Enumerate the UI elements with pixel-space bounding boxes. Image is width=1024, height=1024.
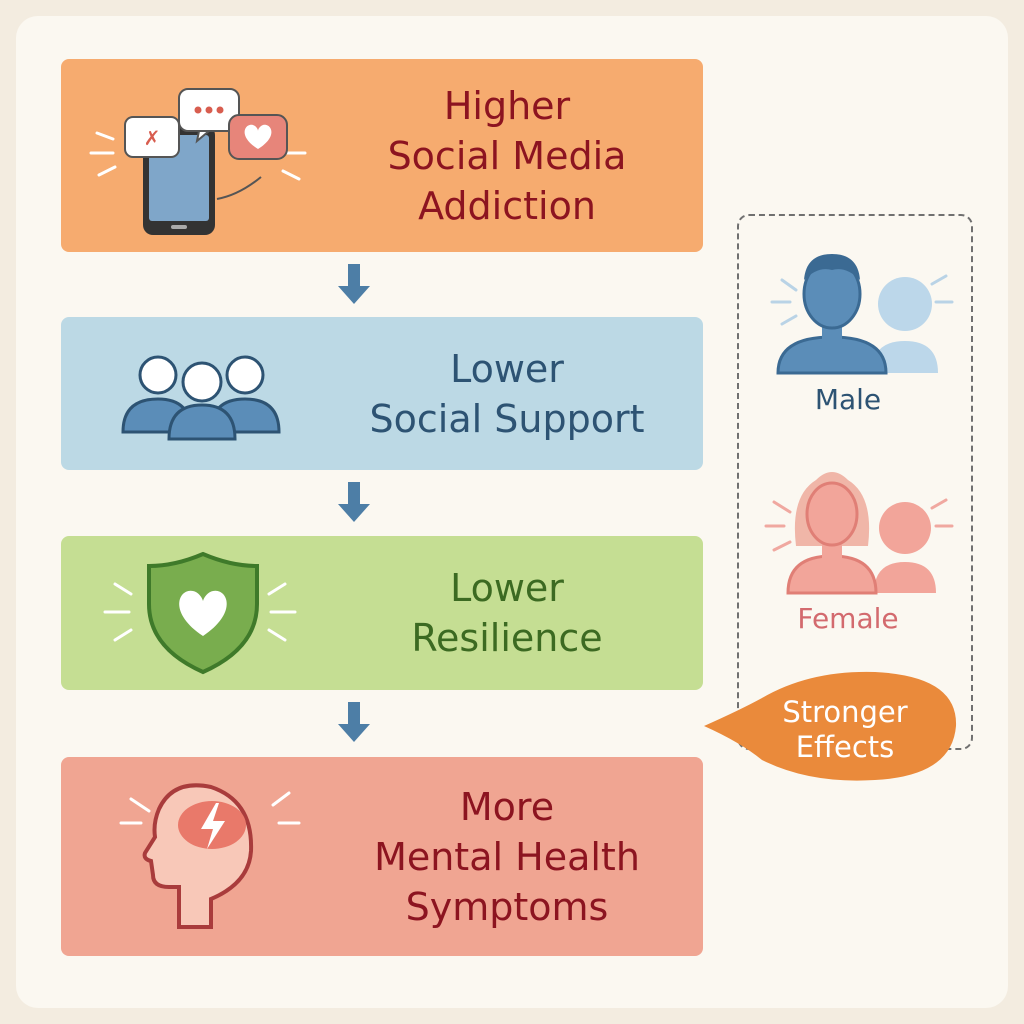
svg-text:✗: ✗ [144, 126, 161, 150]
heart-shield-icon [103, 551, 297, 675]
male-figures-icon [770, 254, 954, 375]
down-arrow-1 [338, 264, 370, 304]
smartphone-notifications-icon: ✗ [89, 88, 307, 235]
down-arrow-3 [338, 702, 370, 742]
step-3-label: Lower Resilience [411, 566, 603, 660]
down-arrow-2 [338, 482, 370, 522]
step-mental-health-symptoms: More Mental Health Symptoms [61, 757, 703, 956]
stronger-effects-label: Stronger Effects [782, 695, 908, 764]
step-1-label: Higher Social Media Addiction [387, 83, 627, 228]
female-figures-icon [764, 472, 954, 595]
step-social-support: Lower Social Support [61, 317, 703, 470]
female-label: Female [797, 602, 899, 635]
head-lightning-icon [119, 783, 301, 929]
stronger-effects-callout-bubble [704, 671, 957, 781]
people-group-icon [121, 355, 281, 441]
step-resilience: Lower Resilience [61, 536, 703, 690]
male-label: Male [814, 383, 882, 416]
step-4-label: More Mental Health Symptoms [374, 784, 640, 929]
step-2-label: Lower Social Support [369, 346, 645, 441]
step-social-media-addiction: ✗ Higher Social Media Addiction [61, 59, 703, 252]
